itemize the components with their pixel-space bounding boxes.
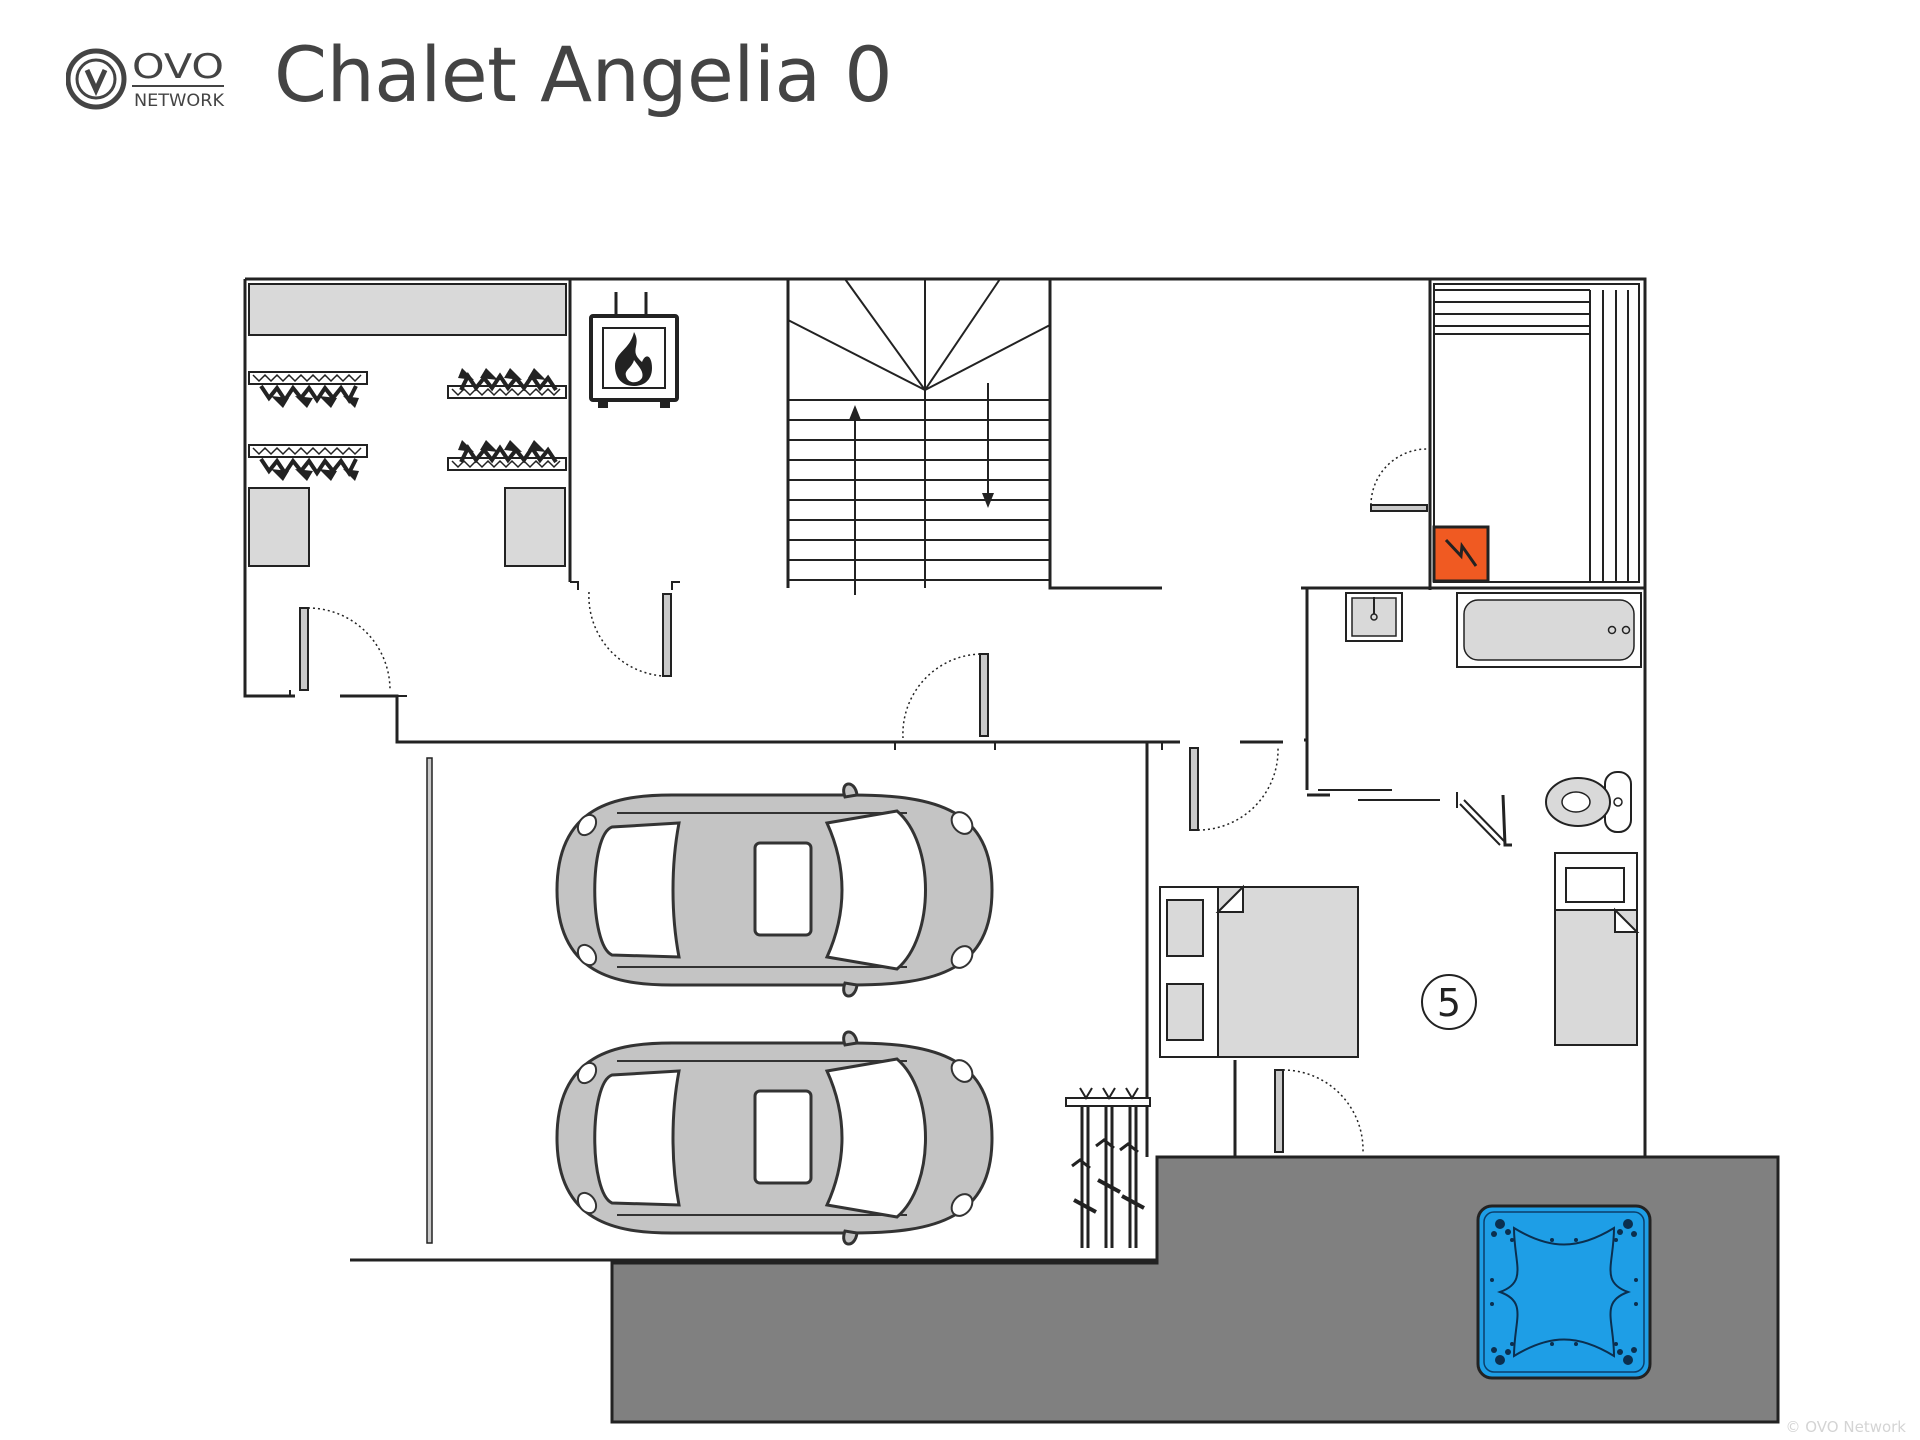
- sauna-heater-icon: [1432, 525, 1490, 583]
- room-number-badge: 5: [1421, 974, 1477, 1030]
- room-number: 5: [1437, 981, 1461, 1025]
- fireplace-icon: [589, 292, 679, 408]
- sink-icon: [1345, 592, 1403, 642]
- ski-room-furniture: [248, 283, 567, 567]
- floor-plan-walls: [243, 277, 1647, 1262]
- car-icon: [555, 1030, 994, 1246]
- single-bed-icon: [1554, 852, 1640, 1046]
- stairs-up-arrow: [849, 405, 861, 420]
- logo-subtitle: NETWORK: [134, 91, 225, 111]
- page-title: Chalet Angelia 0: [274, 30, 893, 119]
- bathroom-fixtures: [1318, 592, 1642, 846]
- logo-brand: OVO: [132, 47, 224, 87]
- boot-rack-1: [248, 371, 368, 410]
- logo-v-mark: [84, 68, 108, 97]
- logo-inner-ring: [75, 58, 117, 100]
- ski-rack-icon: [1065, 1087, 1151, 1248]
- logo-outer-ring: [66, 48, 127, 110]
- doors: [299, 448, 1428, 1244]
- car-icon: [555, 782, 994, 998]
- shower-screen: [1318, 789, 1505, 846]
- stairs-down-arrow: [982, 493, 994, 508]
- bathtub-icon: [1456, 592, 1642, 668]
- toilet-icon: [1545, 771, 1632, 833]
- stairs-icon: [787, 278, 1051, 595]
- copyright-notice: © OVO Network: [1785, 1418, 1906, 1436]
- boot-rack-2: [248, 444, 368, 483]
- boot-rack-3: [447, 366, 567, 399]
- sauna-icon: [1433, 283, 1640, 583]
- locker-left: [248, 487, 310, 567]
- hot-tub-icon: [1476, 1204, 1652, 1380]
- boot-rack-4: [447, 438, 567, 471]
- locker-right: [504, 487, 566, 567]
- bedroom-furniture: 5: [1159, 852, 1640, 1058]
- ski-bench: [248, 283, 567, 336]
- bed-icon: [1159, 884, 1359, 1058]
- ovo-network-logo: OVO NETWORK: [66, 47, 225, 111]
